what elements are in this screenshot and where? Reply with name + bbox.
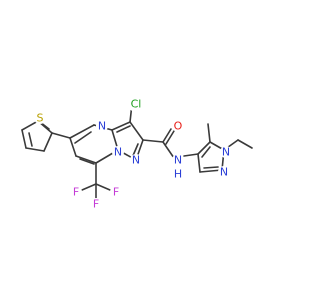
ring-nitrogen-label: N	[220, 166, 228, 179]
bonds	[21, 103, 253, 199]
bond	[81, 183, 97, 191]
pyrimidine-nitrogen-label: N	[98, 120, 106, 133]
bond	[21, 120, 39, 131]
bond	[197, 153, 201, 173]
ethyl-nitrogen-label: N	[222, 146, 230, 159]
bond	[207, 123, 211, 143]
bond	[28, 132, 33, 147]
fluorine-right-label: F	[113, 186, 119, 199]
amide-hydrogen-label: H	[174, 168, 182, 181]
chlorine-label: Cl	[131, 98, 142, 111]
bond	[69, 124, 95, 139]
bond	[197, 141, 211, 155]
sulfur-label: S	[37, 112, 44, 125]
fluorine-left-label: F	[73, 186, 79, 199]
oxygen-label: O	[174, 120, 183, 133]
bond	[162, 128, 172, 143]
bond	[75, 155, 97, 164]
bond	[74, 131, 92, 144]
bond	[129, 121, 144, 141]
pyrazole-nitrogen-label: N	[132, 154, 140, 167]
bond	[203, 166, 219, 169]
bond	[79, 158, 95, 165]
bond	[165, 130, 175, 145]
bond	[111, 121, 131, 131]
bond	[201, 146, 211, 158]
bond	[183, 153, 199, 157]
bond	[43, 132, 53, 152]
bond	[142, 139, 164, 143]
bridgehead-nitrogen-label: N	[114, 146, 122, 159]
bond	[162, 141, 175, 159]
bond	[116, 125, 131, 133]
amide-nitrogen-label: N	[174, 154, 182, 167]
bond	[237, 139, 253, 149]
bond	[69, 137, 77, 157]
fluorine-top-label: F	[93, 198, 99, 211]
chemical-structure: Cl O N N N N H N N S F F F	[21, 96, 253, 211]
atom-labels: Cl O N N N N H N N S F F F	[34, 96, 232, 211]
bond	[95, 183, 111, 191]
bond	[21, 129, 27, 149]
bond	[51, 132, 71, 139]
bond	[25, 147, 45, 152]
